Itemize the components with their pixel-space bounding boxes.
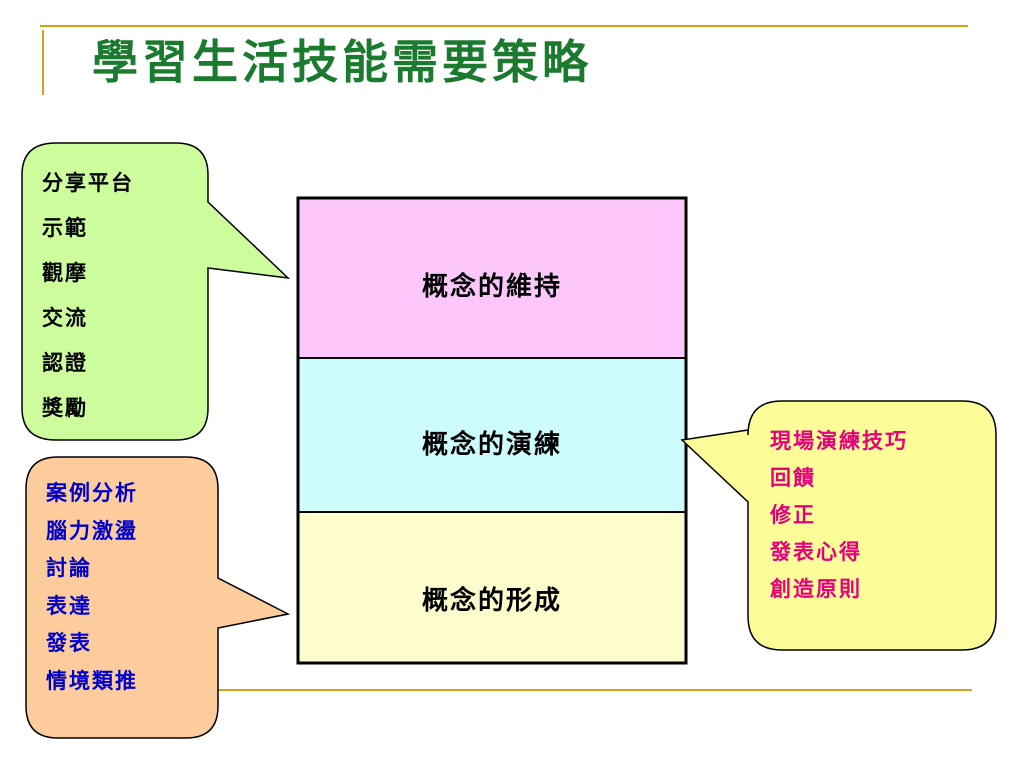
stack-frame xyxy=(296,196,688,665)
callout-item: 討論 xyxy=(46,555,92,580)
stack-label-middle: 概念的演練 xyxy=(421,430,562,460)
callout-item: 分享平台 xyxy=(42,170,134,195)
callout-item: 發表心得 xyxy=(770,539,862,564)
callout-left-bottom-list: 案例分析 腦力激盪 討論 表達 發表 情境類推 xyxy=(46,474,138,699)
callout-item: 觀摩 xyxy=(42,260,88,285)
callout-item: 創造原則 xyxy=(770,576,862,601)
callout-item: 腦力激盪 xyxy=(46,517,138,543)
stack-box-middle xyxy=(297,357,687,513)
stack-label-top: 概念的維持 xyxy=(421,272,562,302)
callout-item: 回饋 xyxy=(770,465,816,490)
callout-item: 表達 xyxy=(46,592,92,618)
stack-box-top xyxy=(297,197,687,359)
callout-item: 示範 xyxy=(42,215,88,240)
callout-item: 情境類推 xyxy=(46,667,138,693)
callout-right xyxy=(680,400,997,651)
callout-item: 交流 xyxy=(42,305,88,330)
callout-right-list: 現場演練技巧 回饋 修正 發表心得 創造原則 xyxy=(770,422,908,607)
callout-item: 獎勵 xyxy=(42,395,88,420)
callout-item: 案例分析 xyxy=(46,480,138,505)
stack-label-bottom: 概念的形成 xyxy=(421,586,562,616)
callout-left-top xyxy=(21,142,291,441)
callout-item: 發表 xyxy=(46,630,92,655)
callout-item: 修正 xyxy=(770,502,816,527)
callout-item: 認證 xyxy=(42,350,88,375)
callout-left-bottom xyxy=(25,456,291,739)
slide-title: 學習生活技能需要策略 xyxy=(92,35,592,89)
callout-left-top-list: 分享平台 示範 觀摩 交流 認證 獎勵 xyxy=(42,160,134,430)
stack-box-bottom xyxy=(297,511,687,664)
callout-item: 現場演練技巧 xyxy=(770,428,908,453)
